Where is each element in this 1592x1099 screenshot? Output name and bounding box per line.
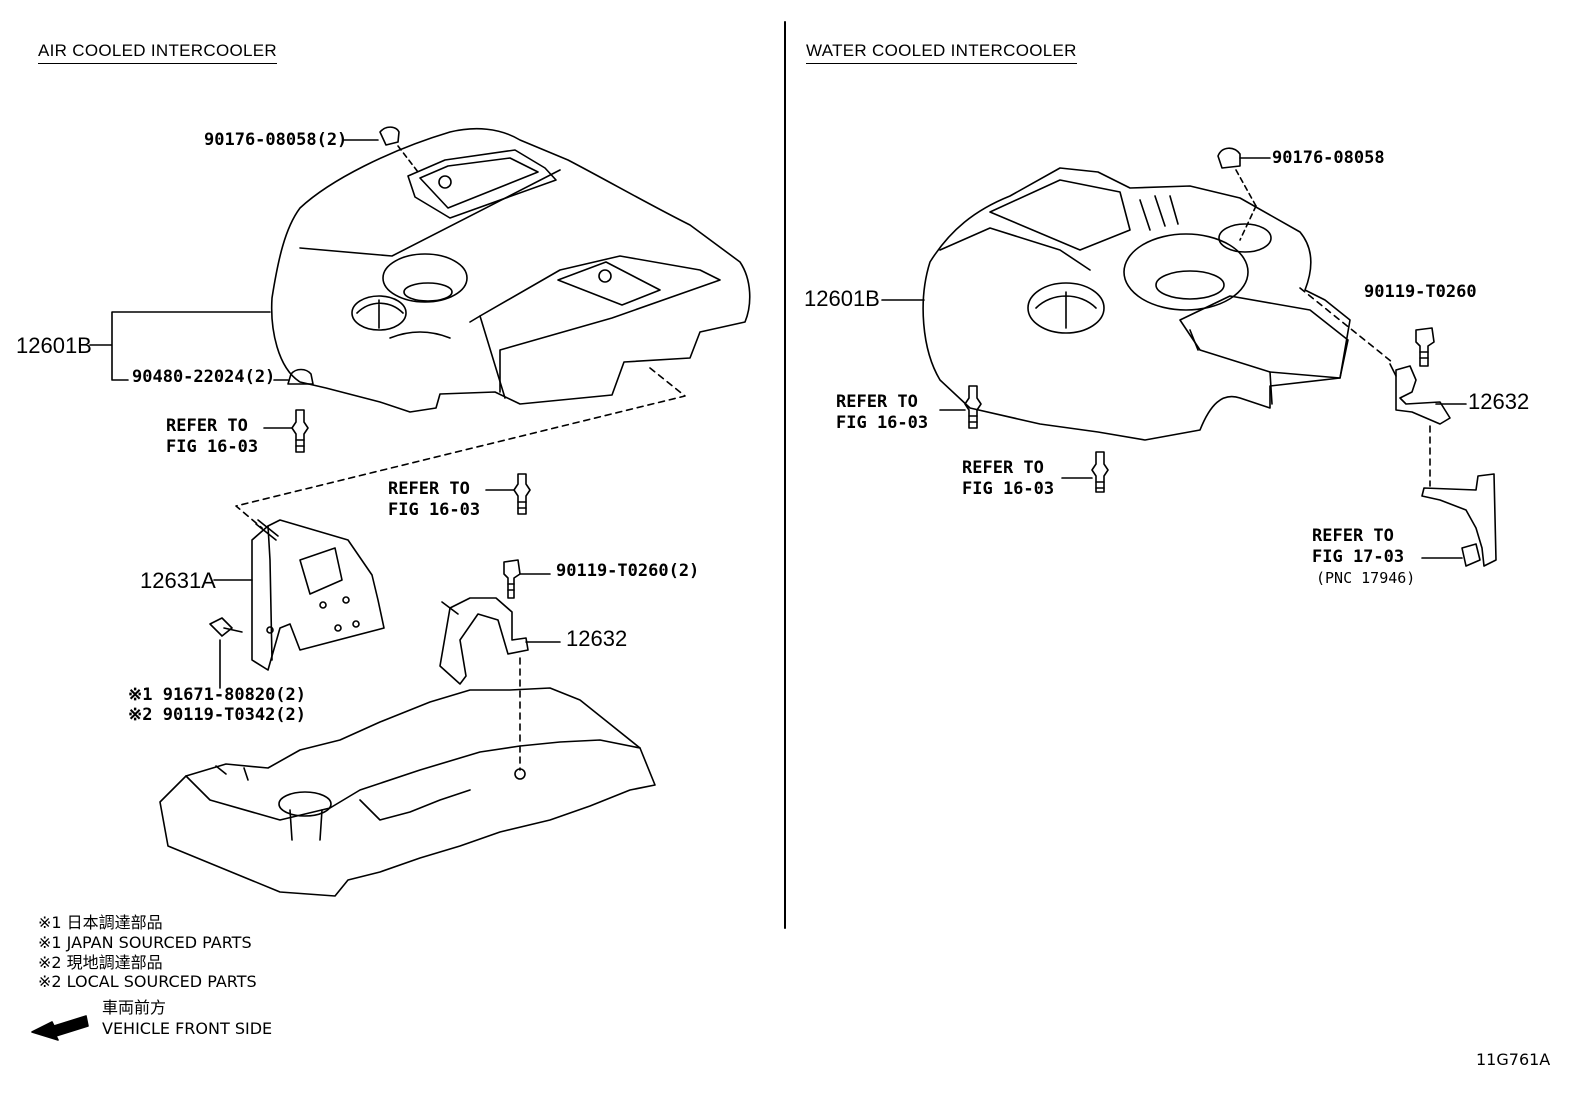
refer-line-2: FIG 16-03 [166, 437, 259, 457]
clip-90176-left [342, 126, 419, 173]
leader-12601b-left [89, 311, 271, 381]
bracket-12631a [213, 519, 385, 671]
support-bracket-17-03 [1421, 473, 1497, 567]
refer-line-2: FIG 16-03 [388, 500, 481, 520]
grommet-90480 [273, 368, 314, 385]
refer-label-left-b: REFER TO FIG 16-03 [388, 479, 480, 521]
section-title-air-cooled: AIR COOLED INTERCOOLER [38, 42, 277, 64]
part-label-12632-right: 12632 [1468, 389, 1530, 414]
stud-right-b [1061, 451, 1109, 493]
figure-id: 11G761A [1476, 1050, 1551, 1069]
part-label-12631a: 12631A [140, 568, 216, 593]
bracket-12632-left [439, 597, 561, 771]
refer-label-right-c: REFER TO FIG 17-03 [1312, 526, 1404, 568]
stud-left-a [263, 409, 309, 453]
refer-label-left-a: REFER TO FIG 16-03 [166, 416, 258, 458]
refer-line-1: REFER TO [166, 416, 248, 436]
refer-line-1: REFER TO [1312, 526, 1394, 546]
engine-cover-air-cooled [270, 127, 751, 413]
part-label-12632-left: 12632 [566, 626, 628, 651]
legend-line-1: ※1 日本調達部品 [38, 913, 163, 932]
part-label-90176-left: 90176-08058(2) [204, 130, 348, 150]
bolt-90119-right [1415, 327, 1435, 367]
refer-line-2: FIG 16-03 [962, 479, 1055, 499]
stud-left-b [485, 473, 531, 515]
bolt-91671 [209, 617, 243, 689]
part-label-12601b-left: 12601B [16, 333, 92, 358]
part-label-90119-t0342: ※2 90119-T0342(2) [128, 705, 307, 725]
bolt-90119-left [503, 559, 551, 599]
legend-line-3: ※2 現地調達部品 [38, 953, 163, 972]
bracket-12632-right [1389, 363, 1467, 487]
refer-line-2: FIG 16-03 [836, 413, 929, 433]
refer-line-1: REFER TO [388, 479, 470, 499]
part-label-91671: ※1 91671-80820(2) [128, 685, 307, 705]
cylinder-head-cover [159, 687, 656, 897]
direction-label-jp: 車両前方 [102, 998, 167, 1017]
pnc-label: (PNC 17946) [1316, 569, 1416, 587]
refer-line-2: FIG 17-03 [1312, 547, 1405, 567]
refer-line-1: REFER TO [962, 458, 1044, 478]
part-label-90119-t0260-left: 90119-T0260(2) [556, 561, 700, 581]
stud-right-a [939, 385, 982, 429]
legend-line-4: ※2 LOCAL SOURCED PARTS [38, 972, 257, 991]
engine-cover-water-cooled [922, 167, 1393, 441]
refer-label-right-a: REFER TO FIG 16-03 [836, 392, 928, 434]
part-label-90480: 90480-22024(2) [132, 367, 276, 387]
part-label-12601b-right: 12601B [804, 286, 880, 311]
part-label-90119-right: 90119-T0260 [1364, 282, 1477, 302]
dashed-cover-bracket [235, 367, 686, 529]
part-label-90176-right: 90176-08058 [1272, 148, 1385, 168]
clip-90176-right [1217, 147, 1271, 241]
vehicle-front-arrow [31, 1015, 89, 1041]
legend-line-2: ※1 JAPAN SOURCED PARTS [38, 933, 252, 952]
direction-label-en: VEHICLE FRONT SIDE [102, 1019, 273, 1038]
refer-label-right-b: REFER TO FIG 16-03 [962, 458, 1054, 500]
section-title-water-cooled: WATER COOLED INTERCOOLER [806, 42, 1077, 64]
refer-line-1: REFER TO [836, 392, 918, 412]
